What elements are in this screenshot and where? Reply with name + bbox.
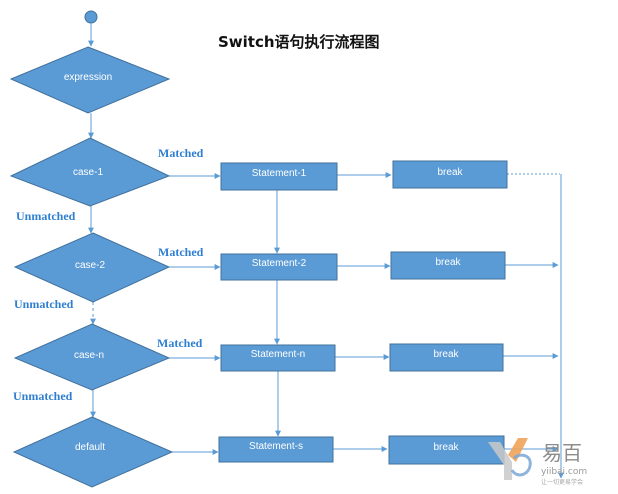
statement2-label: Statement-2 bbox=[252, 258, 307, 269]
case1-diamond bbox=[9, 137, 171, 207]
casen-label: case-n bbox=[74, 350, 104, 361]
breaks-box bbox=[388, 435, 505, 465]
logo-tagline: 让一切更易学会 bbox=[541, 478, 583, 486]
statementn-label: Statement-n bbox=[251, 349, 305, 360]
unmatched-label-2: Unmatched bbox=[14, 297, 74, 311]
matched-label-1: Matched bbox=[158, 146, 204, 160]
logo-mark-icon bbox=[488, 442, 512, 480]
logo-domain: yiibai.com bbox=[541, 467, 587, 477]
statements-label: Statement-s bbox=[249, 441, 303, 452]
node-labels: expression case-1 case-2 case-n default … bbox=[64, 72, 464, 453]
edge-labels: Matched Matched Matched Unmatched Unmatc… bbox=[13, 146, 204, 403]
breaks-label: break bbox=[433, 442, 459, 453]
expression-diamond bbox=[9, 46, 171, 114]
default-diamond bbox=[12, 416, 174, 488]
statement1-label: Statement-1 bbox=[252, 168, 307, 179]
default-label: default bbox=[75, 442, 105, 453]
break1-box bbox=[392, 160, 508, 189]
statement1-box bbox=[220, 162, 338, 191]
breakn-box bbox=[389, 343, 504, 372]
unmatched-label-n: Unmatched bbox=[13, 389, 73, 403]
expression-label: expression bbox=[64, 72, 112, 83]
matched-label-2: Matched bbox=[158, 245, 204, 259]
breakn-label: break bbox=[433, 349, 459, 360]
casen-diamond bbox=[13, 323, 171, 391]
decision-nodes bbox=[9, 46, 174, 488]
statement2-box bbox=[220, 253, 338, 281]
case1-label: case-1 bbox=[73, 167, 103, 178]
break2-box bbox=[390, 251, 506, 280]
break2-label: break bbox=[435, 257, 461, 268]
case2-diamond bbox=[13, 232, 171, 303]
statements-box bbox=[218, 436, 334, 463]
unmatched-label-1: Unmatched bbox=[16, 209, 76, 223]
edges bbox=[88, 23, 564, 479]
matched-label-n: Matched bbox=[157, 336, 203, 350]
case2-label: case-2 bbox=[75, 260, 105, 271]
page-title: Switch语句执行流程图 bbox=[218, 33, 380, 51]
yiibai-watermark: 易百 yiibai.com 让一切更易学会 bbox=[488, 438, 587, 486]
break1-label: break bbox=[437, 167, 463, 178]
process-nodes bbox=[218, 160, 508, 465]
logo-text: 易百 bbox=[542, 441, 582, 465]
statementn-box bbox=[220, 344, 336, 372]
start-node bbox=[84, 10, 98, 24]
